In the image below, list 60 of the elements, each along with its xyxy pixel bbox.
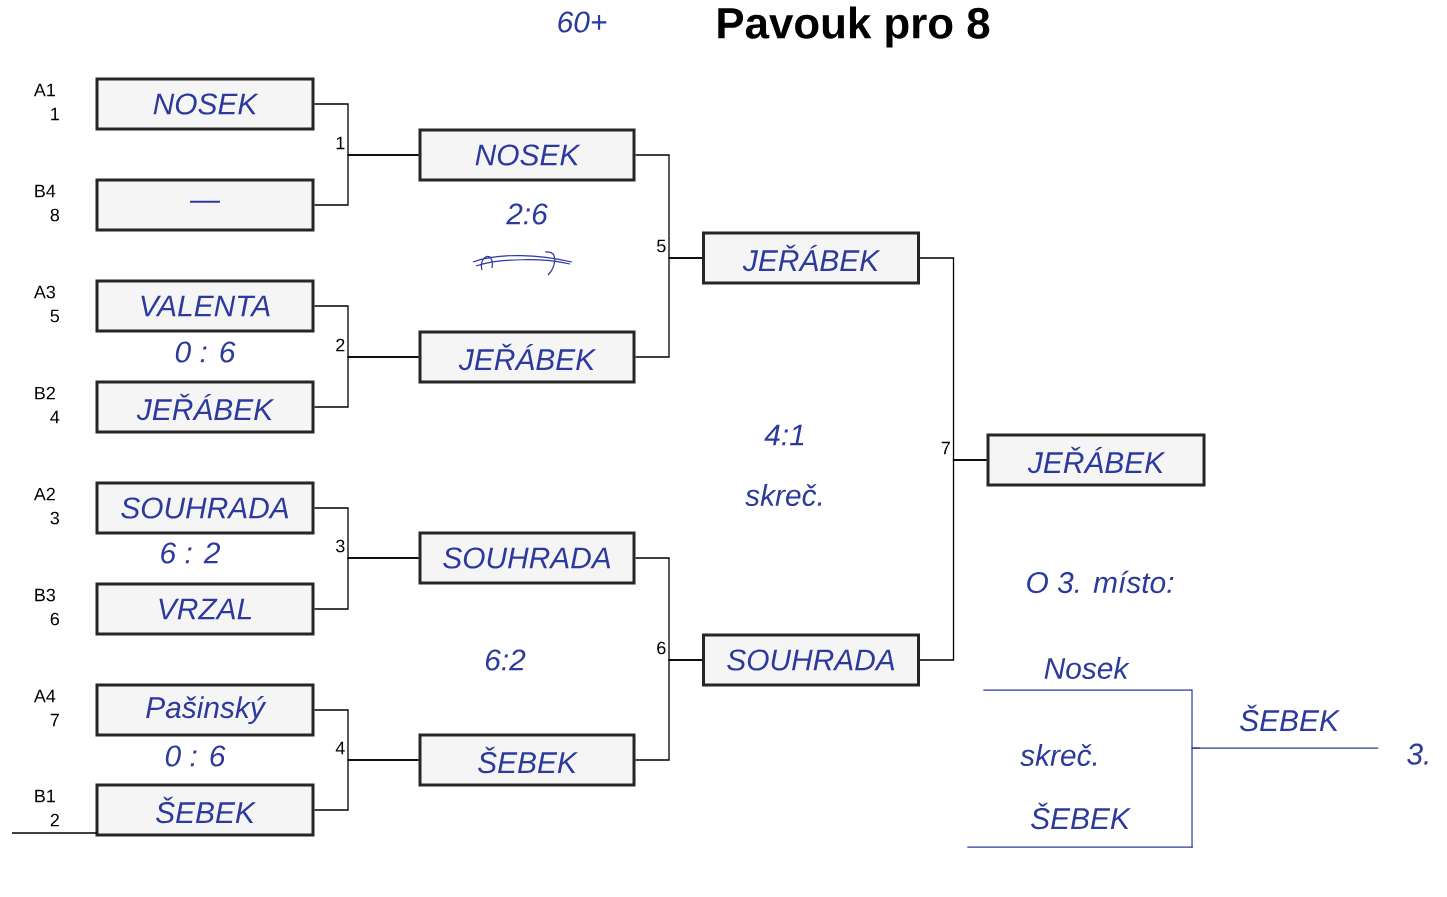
match-number: 3: [333, 538, 347, 554]
seed-label: 4: [50, 410, 60, 424]
handwritten-note: O 3. místo:: [1027, 570, 1174, 594]
player-box: ŠEBEK: [95, 783, 315, 837]
player-box: NOSEK: [95, 77, 315, 131]
seed-label: 6: [50, 612, 59, 626]
title: Pavouk pro 8: [718, 6, 990, 48]
player-box: NOSEK: [418, 128, 636, 182]
match-number: 2: [333, 337, 347, 353]
score-label: 6:2: [485, 649, 526, 671]
match-number: 1: [333, 135, 347, 151]
handwritten-name: Nosek: [982, 657, 1190, 691]
score-label: 0 : 6: [175, 341, 236, 363]
match-number: 4: [333, 740, 347, 756]
seed-label: 3: [50, 511, 59, 525]
player-box: JEŘÁBEK: [986, 433, 1206, 487]
seed-label: 2: [50, 813, 59, 827]
seed-label: 7: [50, 713, 59, 727]
seed-label: 5: [50, 309, 60, 323]
seed-label: A2: [33, 487, 55, 501]
player-box: —: [95, 178, 315, 232]
bracket-line: [313, 154, 420, 206]
score-label: 6 : 2: [161, 542, 220, 564]
handwritten-note: skreč.: [1020, 744, 1097, 767]
player-box: VRZAL: [95, 582, 315, 636]
player-box: Pašinský: [95, 683, 315, 737]
match-number: 5: [654, 238, 668, 254]
player-box: SOUHRADA: [418, 531, 636, 585]
player-box: JEŘÁBEK: [418, 330, 636, 384]
player-box: SOUHRADA: [95, 481, 315, 535]
seed-label: B4: [35, 184, 56, 198]
seed-label: A3: [33, 285, 55, 299]
player-box: JEŘÁBEK: [702, 231, 920, 285]
bracket-line: [313, 759, 420, 811]
player-box: ŠEBEK: [418, 733, 636, 787]
seed-label: 1: [51, 107, 59, 121]
handwritten-name: ŠEBEK: [966, 802, 1194, 848]
seed-label: B1: [35, 789, 55, 803]
player-box: VALENTA: [95, 279, 315, 333]
handwritten-note: skreč.: [745, 483, 822, 507]
seed-label: B2: [35, 386, 55, 400]
score-label: 4:1: [764, 424, 804, 446]
handwritten-name: ŠEBEK: [1199, 704, 1379, 749]
player-box: JEŘÁBEK: [95, 380, 315, 434]
handwritten-note: 60+: [558, 11, 607, 33]
bracket-line: [1191, 747, 1201, 848]
seed-label: A1: [33, 83, 55, 97]
seed-label: 8: [50, 208, 60, 222]
bracket-line: [919, 459, 988, 661]
player-box: SOUHRADA: [702, 633, 920, 687]
place-label: 3.: [1407, 743, 1428, 765]
bracket-line: [313, 356, 420, 408]
bracket-line: [634, 659, 703, 761]
match-number: 7: [939, 440, 953, 456]
score-label: 0 : 6: [165, 745, 226, 767]
seed-label: A4: [33, 689, 56, 703]
seed-label: B3: [35, 588, 55, 602]
bracket-line: [634, 257, 703, 358]
bracket-line: [313, 557, 420, 610]
match-number: 6: [654, 640, 668, 656]
